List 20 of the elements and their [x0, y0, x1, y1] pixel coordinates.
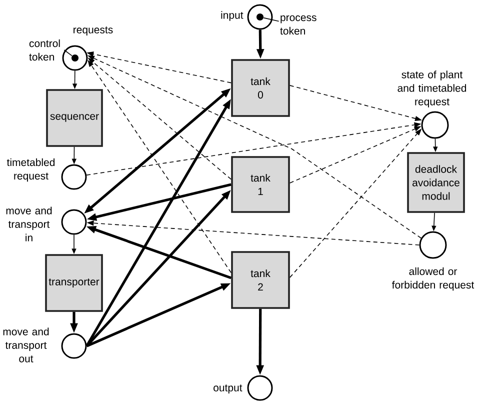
leader-line: [64, 50, 72, 56]
place-label: allowed or forbidden request: [392, 267, 474, 291]
token-dot: [256, 14, 264, 20]
process-box: tank 1: [231, 156, 290, 213]
leader-line: [263, 17, 280, 22]
place-label: state of plant and timetabled request: [398, 70, 466, 108]
process-box: sequencer: [46, 89, 103, 147]
token-dot: [72, 54, 78, 62]
process-box: deadlock avoidance modul: [407, 152, 465, 213]
place-label: output: [214, 384, 242, 394]
place-label: input: [221, 11, 244, 21]
process-box: tank 0: [231, 59, 290, 117]
place-label: timetabled request: [6, 158, 55, 182]
process-box: tank 2: [231, 251, 290, 309]
process-box: transporter: [45, 254, 103, 312]
callout-label: control token: [29, 39, 60, 61]
place-label: move and transport in: [6, 206, 52, 242]
callout-label: process token: [280, 15, 316, 35]
place-label: requests: [74, 26, 113, 36]
place-label: move and transport out: [3, 328, 49, 362]
